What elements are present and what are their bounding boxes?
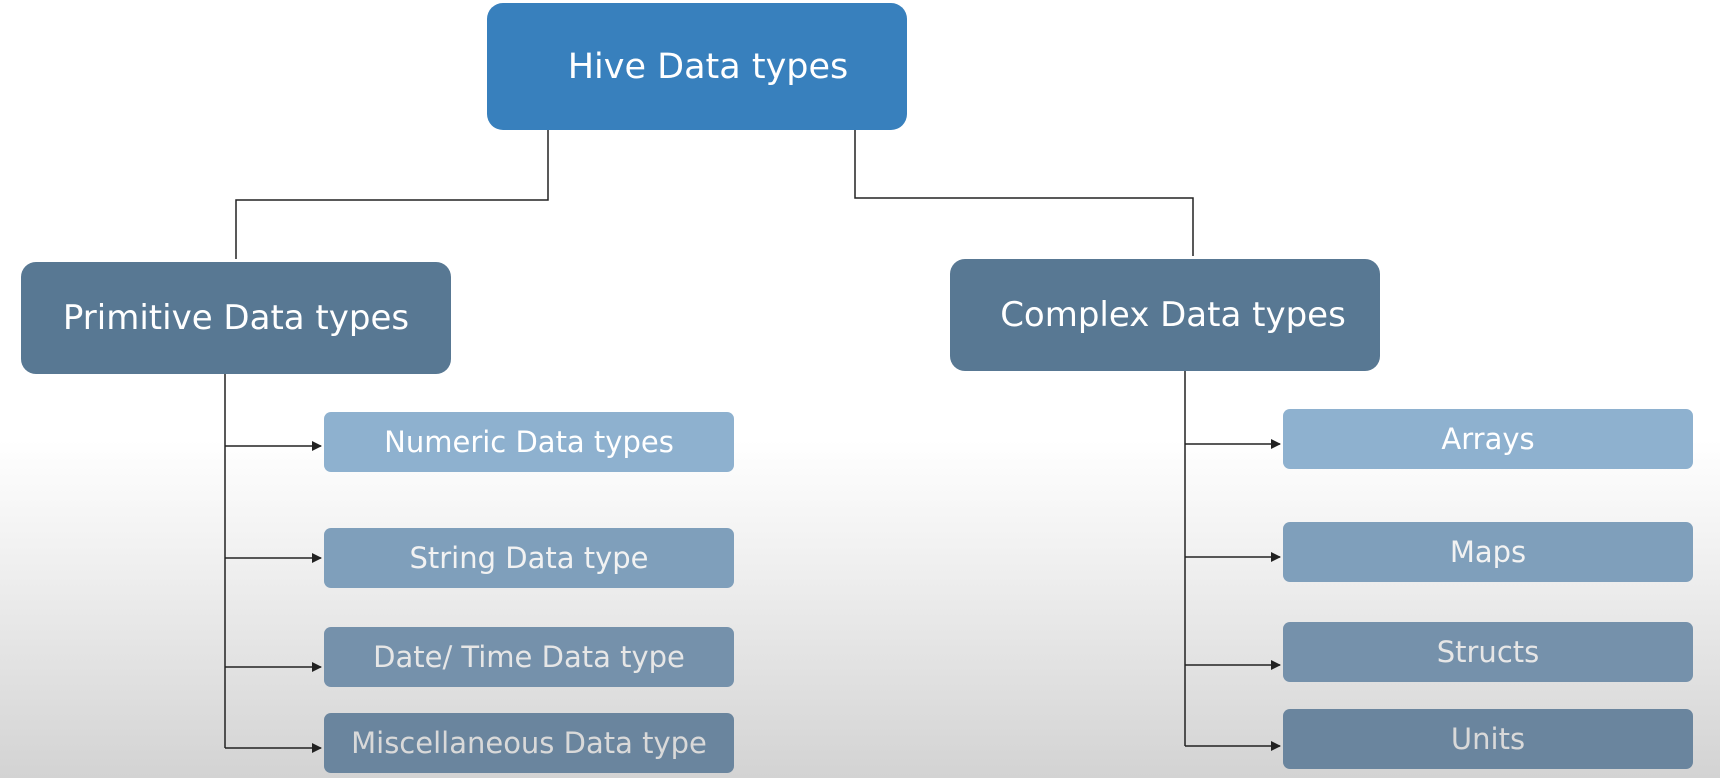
string-data-type-label: String Data type [409,541,649,575]
units-node: Units [1283,709,1693,769]
units-label: Units [1450,722,1526,756]
structs-label: Structs [1436,635,1540,669]
root-to-primitive-connector [235,130,549,259]
maps-node: Maps [1283,522,1693,582]
primitive-data-types-label: Primitive Data types [62,298,410,338]
structs-node: Structs [1283,622,1693,682]
maps-label: Maps [1449,535,1527,569]
complex-data-types-label: Complex Data types [1000,295,1346,335]
date-time-data-type-label: Date/ Time Data type [373,640,685,674]
numeric-data-types-node: Numeric Data types [324,412,734,472]
root-node-label: Hive Data types [567,46,849,87]
string-data-type-node: String Data type [324,528,734,588]
root-node: Hive Data types [487,3,907,130]
miscellaneous-data-type-node: Miscellaneous Data type [324,713,734,773]
arrays-label: Arrays [1441,422,1535,456]
numeric-data-types-label: Numeric Data types [384,425,674,459]
complex-data-types-node: Complex Data types [950,259,1380,371]
primitive-data-types-node: Primitive Data types [21,262,451,374]
arrays-node: Arrays [1283,409,1693,469]
miscellaneous-data-type-label: Miscellaneous Data type [351,726,707,760]
date-time-data-type-node: Date/ Time Data type [324,627,734,687]
root-to-complex-connector [854,130,1194,256]
